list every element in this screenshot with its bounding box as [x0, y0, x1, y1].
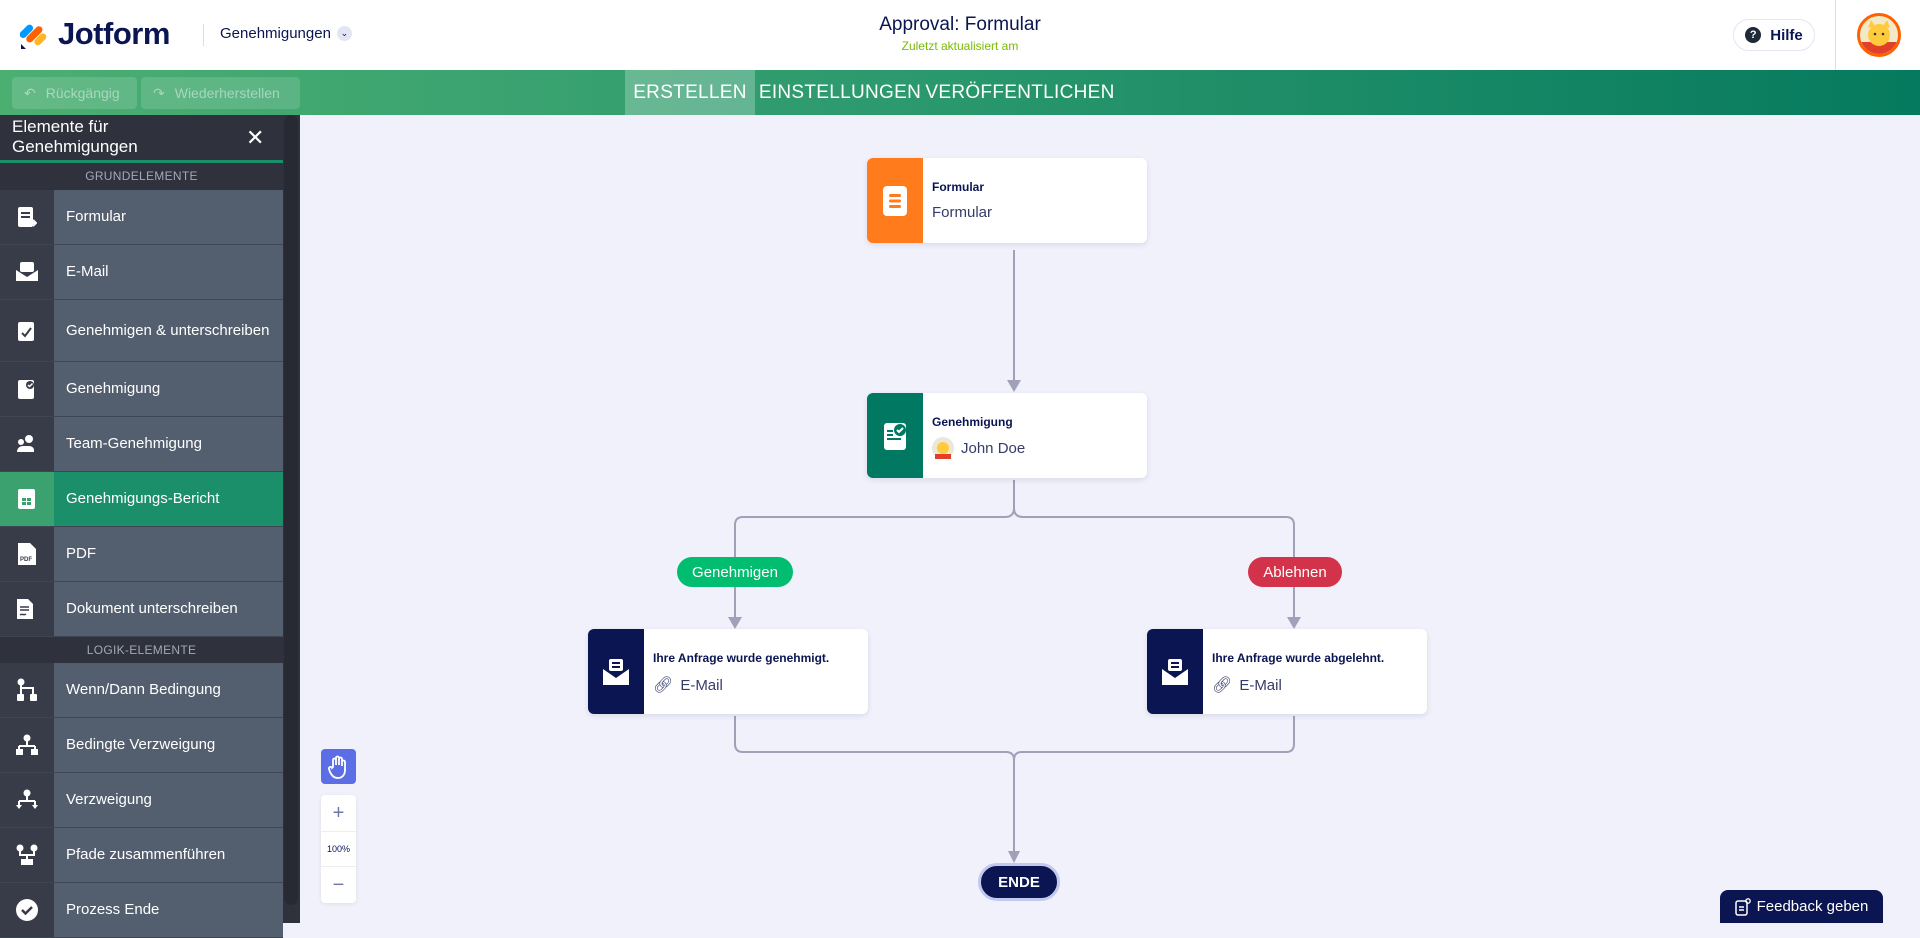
- last-updated: Zuletzt aktualisiert am: [901, 39, 1019, 53]
- svg-text:PDF: PDF: [20, 557, 32, 563]
- email-rejected-node[interactable]: Ihre Anfrage wurde abgelehnt. 🔗︎E-Mail: [1147, 629, 1427, 714]
- redo-button[interactable]: ↷ Wiederherstellen: [141, 77, 300, 109]
- form-node-icon: [867, 158, 923, 243]
- context-label: Genehmigungen: [220, 25, 331, 42]
- zoom-out-button[interactable]: −: [332, 873, 345, 896]
- conditional-branch-icon: [0, 718, 54, 772]
- arrowhead: [1008, 851, 1020, 863]
- avatar[interactable]: [1857, 13, 1901, 57]
- hand-tool-button[interactable]: [321, 749, 356, 784]
- approve-sign-icon: [0, 300, 54, 361]
- undo-icon: ↶: [24, 84, 36, 101]
- zoom-level: 100%: [321, 831, 356, 867]
- node-subtitle: Formular: [932, 204, 993, 221]
- redo-icon: ↷: [153, 84, 165, 101]
- zoom-controls: + 100% −: [321, 795, 356, 903]
- approve-branch-label[interactable]: Genehmigen: [677, 557, 793, 587]
- section-header-basic: GRUNDELEMENTE: [85, 169, 198, 183]
- sidebar-scrollbar[interactable]: [284, 115, 298, 905]
- merge-paths-icon: [0, 828, 54, 882]
- feedback-label: Feedback geben: [1756, 898, 1869, 915]
- undo-button[interactable]: ↶ Rückgängig: [12, 77, 137, 109]
- sidebar-item-team-genehmigung[interactable]: Team-Genehmigung: [0, 417, 283, 472]
- avatar-cat-icon: [1860, 20, 1898, 54]
- header-divider-right: [1835, 0, 1836, 70]
- link-icon: 🔗︎: [1212, 677, 1233, 694]
- header-divider: [203, 24, 204, 46]
- help-label: Hilfe: [1770, 26, 1803, 44]
- email-icon: [1147, 629, 1203, 714]
- jotform-logo[interactable]: Jotform: [20, 16, 170, 52]
- redo-label: Wiederherstellen: [174, 85, 280, 101]
- connector-reject-branch: [1013, 507, 1295, 590]
- email-icon: [0, 245, 54, 299]
- toolbar: ↶Rückgängig ↷Wiederherstellen ERSTELLEN …: [0, 70, 1920, 115]
- email-approved-node[interactable]: Ihre Anfrage wurde genehmigt. 🔗︎E-Mail: [588, 629, 868, 714]
- node-title: Genehmigung: [932, 415, 1013, 429]
- feedback-button[interactable]: Feedback geben: [1720, 890, 1883, 923]
- sidebar-item-dokument-unterschreiben[interactable]: Dokument unterschreiben: [0, 582, 283, 637]
- tab-einstellungen[interactable]: EINSTELLUNGEN: [758, 81, 922, 103]
- node-subtitle: 🔗︎E-Mail: [1212, 676, 1282, 695]
- sign-document-icon: [0, 582, 54, 636]
- end-node[interactable]: ENDE: [978, 863, 1060, 901]
- help-button[interactable]: ? Hilfe: [1733, 19, 1815, 51]
- sidebar-item-verzweigung[interactable]: Verzweigung: [0, 773, 283, 828]
- approval-node-icon: [867, 393, 923, 478]
- top-header: Jotform Genehmigungen ⌄ Approval: Formul…: [0, 0, 1920, 70]
- team-approval-icon: [0, 417, 54, 471]
- undo-label: Rückgängig: [45, 85, 120, 101]
- sidebar-item-genehmigungs-bericht[interactable]: Genehmigungs-Bericht: [0, 472, 283, 527]
- sidebar-item-bedingte-verzweigung[interactable]: Bedingte Verzweigung: [0, 718, 283, 773]
- connector-merge-left: [734, 716, 1015, 853]
- sidebar-item-email[interactable]: E-Mail: [0, 245, 283, 300]
- jotform-logo-icon: [20, 24, 47, 49]
- tab-veroeffentlichen[interactable]: VERÖFFENTLICHEN: [925, 81, 1115, 103]
- arrowhead: [1287, 617, 1301, 629]
- form-icon: [0, 190, 54, 244]
- node-subtitle: 🔗︎E-Mail: [653, 676, 723, 695]
- sidebar-item-wenn-dann[interactable]: Wenn/Dann Bedingung: [0, 663, 283, 718]
- page-title: Approval: Formular: [879, 14, 1041, 35]
- question-icon: ?: [1745, 27, 1762, 43]
- sidebar-item-formular[interactable]: Formular: [0, 190, 283, 245]
- node-title: Ihre Anfrage wurde genehmigt.: [653, 651, 830, 665]
- section-header-logic: LOGIK-ELEMENTE: [86, 643, 197, 657]
- arrowhead: [728, 617, 742, 629]
- sidebar-item-genehmigen-unterschreiben[interactable]: Genehmigen & unterschreiben: [0, 300, 283, 362]
- feedback-icon: [1734, 897, 1751, 916]
- close-icon[interactable]: ✕: [246, 125, 265, 150]
- if-then-icon: [0, 663, 54, 717]
- tab-erstellen[interactable]: ERSTELLEN: [625, 70, 755, 115]
- assignee-avatar: [932, 437, 954, 459]
- reject-branch-label[interactable]: Ablehnen: [1248, 557, 1342, 587]
- logo-text: Jotform: [58, 16, 170, 51]
- connector-merge-right: [1013, 716, 1295, 761]
- approval-icon: [0, 362, 54, 416]
- email-icon: [588, 629, 644, 714]
- zoom-in-button[interactable]: +: [332, 801, 345, 824]
- chevron-down-icon: ⌄: [336, 26, 352, 41]
- report-icon: [0, 472, 54, 526]
- branch-icon: [0, 773, 54, 827]
- sidebar-title-underline: [0, 160, 283, 163]
- arrowhead: [1007, 380, 1021, 392]
- node-assignee: John Doe: [932, 437, 1025, 459]
- pdf-icon: PDF: [0, 527, 54, 581]
- node-title: Formular: [932, 180, 985, 194]
- hand-icon: [327, 755, 346, 779]
- context-dropdown[interactable]: Genehmigungen ⌄: [220, 25, 352, 42]
- sidebar-item-pfade-zusammenfuehren[interactable]: Pfade zusammenführen: [0, 828, 283, 883]
- link-icon: 🔗︎: [653, 677, 674, 694]
- sidebar-item-genehmigung[interactable]: Genehmigung: [0, 362, 283, 417]
- node-title: Ihre Anfrage wurde abgelehnt.: [1212, 651, 1385, 665]
